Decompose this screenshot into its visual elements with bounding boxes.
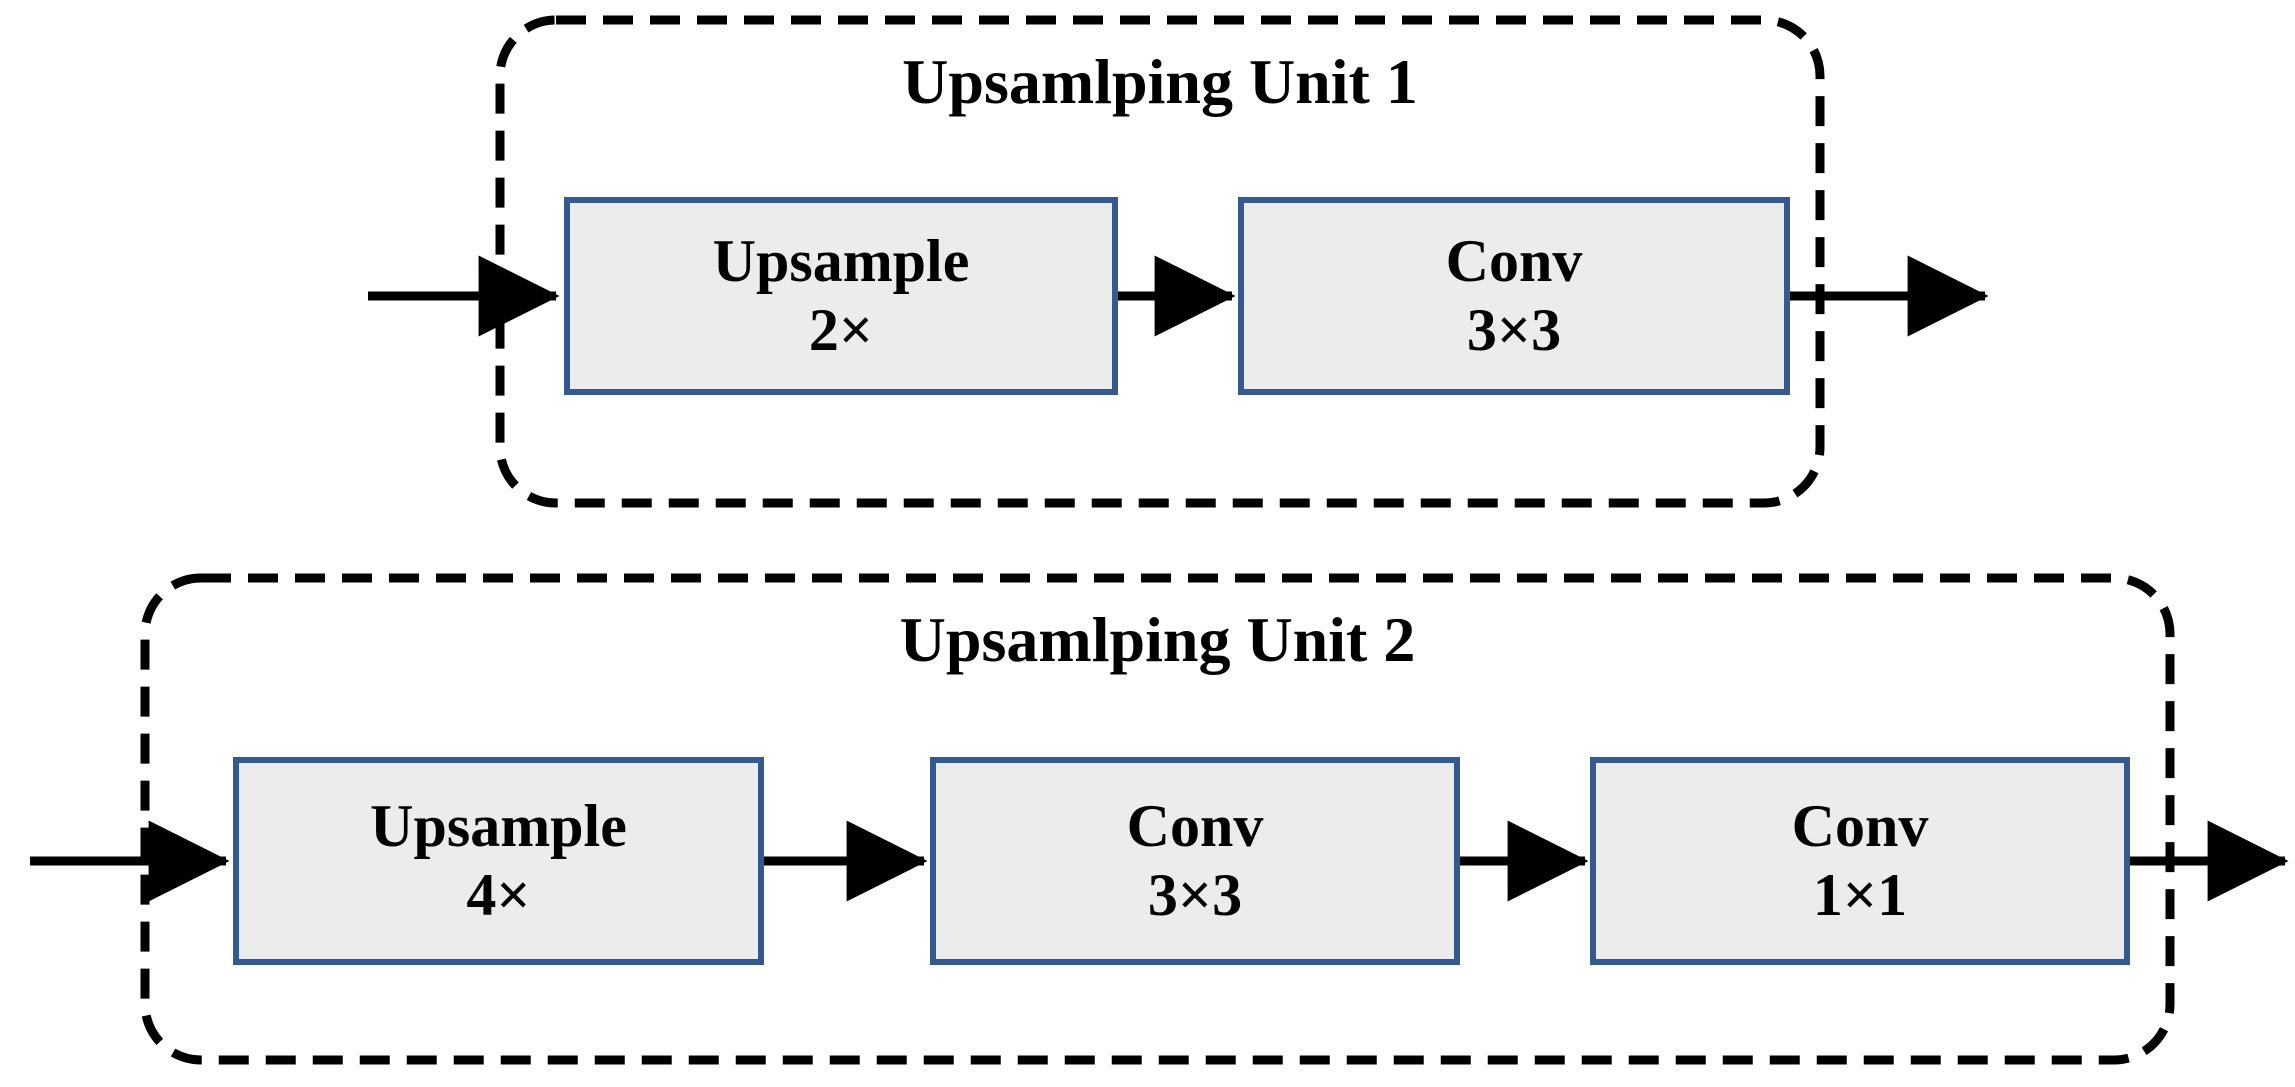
unit-1-box-upsample-2x[interactable]: Upsample 2× bbox=[564, 197, 1118, 395]
unit-2-box-conv-3x3-line2: 3×3 bbox=[1147, 862, 1243, 928]
unit-2-box-upsample-4x-line1: Upsample bbox=[370, 792, 627, 859]
unit-1-dashed-frame bbox=[495, 15, 1825, 508]
unit-1-box-upsample-2x-line2: 2× bbox=[808, 297, 874, 363]
unit-2-box-conv-1x1[interactable]: Conv 1×1 bbox=[1590, 757, 2130, 965]
unit-2-title: Upsamlping Unit 2 bbox=[899, 604, 1416, 675]
unit-1-box-upsample-2x-line1: Upsample bbox=[712, 227, 970, 294]
unit-2-box-upsample-4x[interactable]: Upsample 4× bbox=[233, 757, 764, 965]
unit-2-box-conv-3x3-line1: Conv bbox=[1126, 792, 1264, 859]
unit-1-box-conv-3x3-line2: 3×3 bbox=[1466, 297, 1562, 363]
unit-1-box-conv-3x3[interactable]: Conv 3×3 bbox=[1238, 197, 1790, 395]
unit-2-box-conv-3x3[interactable]: Conv 3×3 bbox=[930, 757, 1460, 965]
unit-2-box-conv-1x1-line1: Conv bbox=[1791, 792, 1929, 859]
unit-1-title: Upsamlping Unit 1 bbox=[902, 46, 1418, 117]
unit-2-dashed-frame bbox=[140, 573, 2175, 1065]
unit-2-box-conv-1x1-line2: 1×1 bbox=[1812, 862, 1908, 928]
unit-2-box-upsample-4x-line2: 4× bbox=[466, 862, 531, 928]
unit-1-box-conv-3x3-line1: Conv bbox=[1445, 227, 1583, 294]
